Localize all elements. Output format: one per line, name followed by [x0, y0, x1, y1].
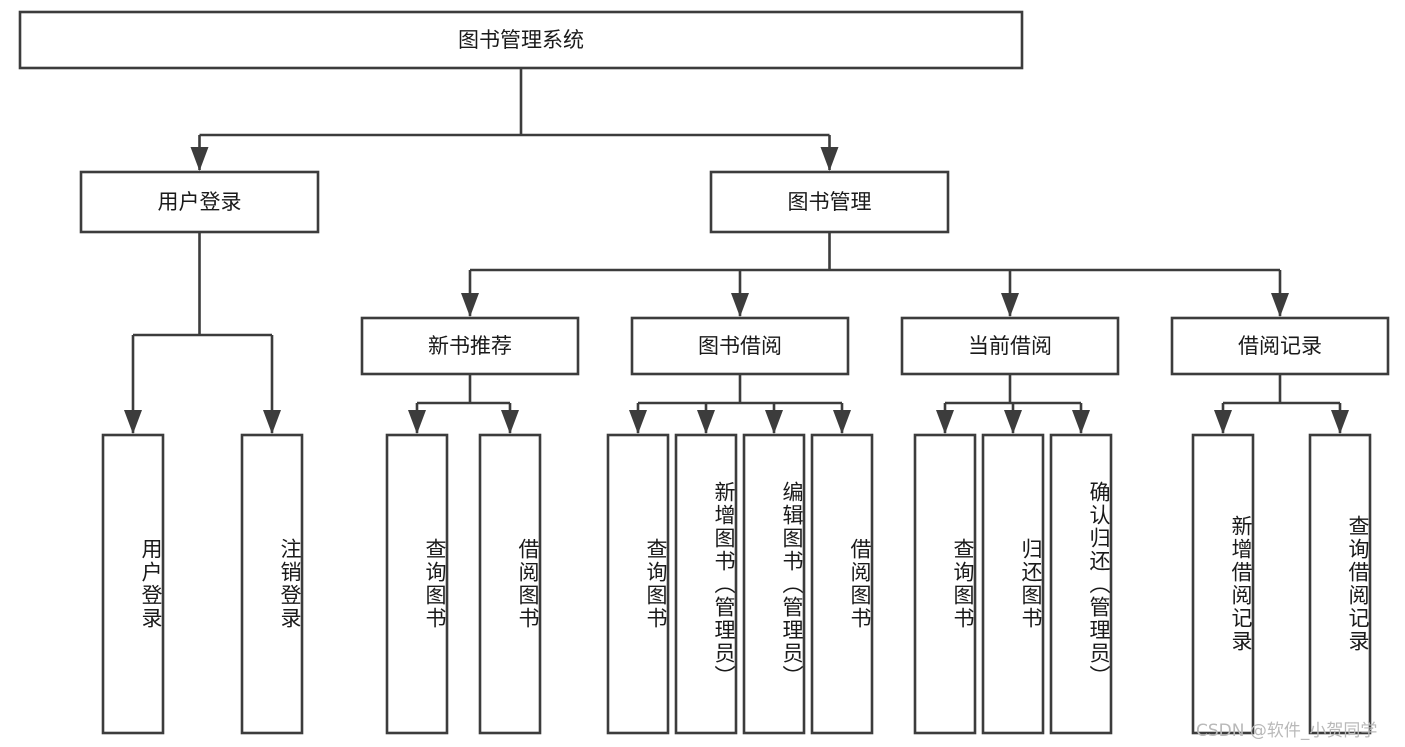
arrow-head-leaf-borrow-book-2: [833, 410, 851, 434]
node-label-leaf-add-book: 新增图书（管理员）: [712, 480, 736, 688]
node-box-new-book-rec[interactable]: [360, 316, 580, 376]
node-label-leaf-user-login: 用户登录: [139, 538, 163, 630]
arrow-head-leaf-add-record: [1214, 410, 1232, 434]
node-box-leaf-logout[interactable]: [240, 433, 304, 735]
node-box-leaf-query-book-1[interactable]: [385, 433, 449, 735]
arrow-head-leaf-logout: [263, 410, 281, 434]
arrow-head-leaf-query-book-1: [408, 410, 426, 434]
node-box-leaf-query-book-2[interactable]: [606, 433, 670, 735]
node-box-leaf-confirm-return[interactable]: [1049, 433, 1113, 735]
node-box-leaf-query-record[interactable]: [1308, 433, 1372, 735]
watermark-text: CSDN @软件_小贺同学: [1196, 721, 1378, 741]
arrow-head-leaf-add-book: [697, 410, 715, 434]
arrow-head-leaf-user-login: [124, 410, 142, 434]
arrow-head-book-borrow: [731, 293, 749, 317]
arrow-head-current-borrow: [1001, 293, 1019, 317]
node-label-user-login: 用户登录: [158, 190, 242, 214]
node-box-leaf-edit-book[interactable]: [742, 433, 806, 735]
node-label-current-borrow: 当前借阅: [968, 334, 1052, 358]
arrow-head-new-book-rec: [461, 293, 479, 317]
node-box-leaf-add-record[interactable]: [1191, 433, 1255, 735]
node-label-root: 图书管理系统: [458, 28, 584, 52]
node-box-borrow-record[interactable]: [1170, 316, 1390, 376]
node-box-leaf-return-book[interactable]: [981, 433, 1045, 735]
node-label-borrow-record: 借阅记录: [1238, 334, 1322, 358]
node-box-user-login[interactable]: [79, 170, 320, 234]
node-label-book-borrow: 图书借阅: [698, 334, 782, 358]
arrow-head-leaf-query-record: [1331, 410, 1349, 434]
node-label-leaf-edit-book: 编辑图书（管理员）: [780, 480, 804, 688]
node-label-book-manage: 图书管理: [788, 190, 872, 214]
node-label-leaf-logout: 注销登录: [278, 538, 302, 630]
node-box-book-manage[interactable]: [709, 170, 950, 234]
node-boxes: [18, 10, 1390, 735]
node-label-leaf-return-book: 归还图书: [1019, 538, 1043, 630]
node-box-book-borrow[interactable]: [630, 316, 850, 376]
arrow-head-leaf-query-book-2: [629, 410, 647, 434]
node-box-leaf-borrow-book-1[interactable]: [478, 433, 542, 735]
node-box-leaf-query-book-3[interactable]: [913, 433, 977, 735]
node-label-leaf-query-book-2: 查询图书: [644, 538, 668, 630]
arrow-head-leaf-return-book: [1004, 410, 1022, 434]
arrow-head-user-login: [190, 147, 209, 171]
node-label-leaf-confirm-return: 确认归还（管理员）: [1087, 480, 1111, 688]
node-label-leaf-borrow-book-2: 借阅图书: [848, 538, 872, 630]
arrow-head-leaf-edit-book: [765, 410, 783, 434]
node-box-leaf-borrow-book-2[interactable]: [810, 433, 874, 735]
node-label-leaf-query-book-1: 查询图书: [423, 538, 447, 630]
node-label-leaf-query-book-3: 查询图书: [951, 538, 975, 630]
node-label-leaf-query-record: 查询借阅记录: [1346, 515, 1370, 653]
arrow-head-leaf-borrow-book-1: [501, 410, 519, 434]
node-box-root[interactable]: [18, 10, 1024, 70]
arrow-head-book-manage: [820, 147, 839, 171]
arrow-head-leaf-confirm-return: [1072, 410, 1090, 434]
node-box-leaf-add-book[interactable]: [674, 433, 738, 735]
node-box-leaf-user-login[interactable]: [101, 433, 165, 735]
node-label-new-book-rec: 新书推荐: [428, 334, 512, 358]
node-box-current-borrow[interactable]: [900, 316, 1120, 376]
arrow-head-borrow-record: [1271, 293, 1289, 317]
node-label-leaf-borrow-book-1: 借阅图书: [516, 538, 540, 630]
node-label-leaf-add-record: 新增借阅记录: [1229, 515, 1253, 653]
connector-lines: [124, 68, 1349, 434]
arrow-head-leaf-query-book-3: [936, 410, 954, 434]
